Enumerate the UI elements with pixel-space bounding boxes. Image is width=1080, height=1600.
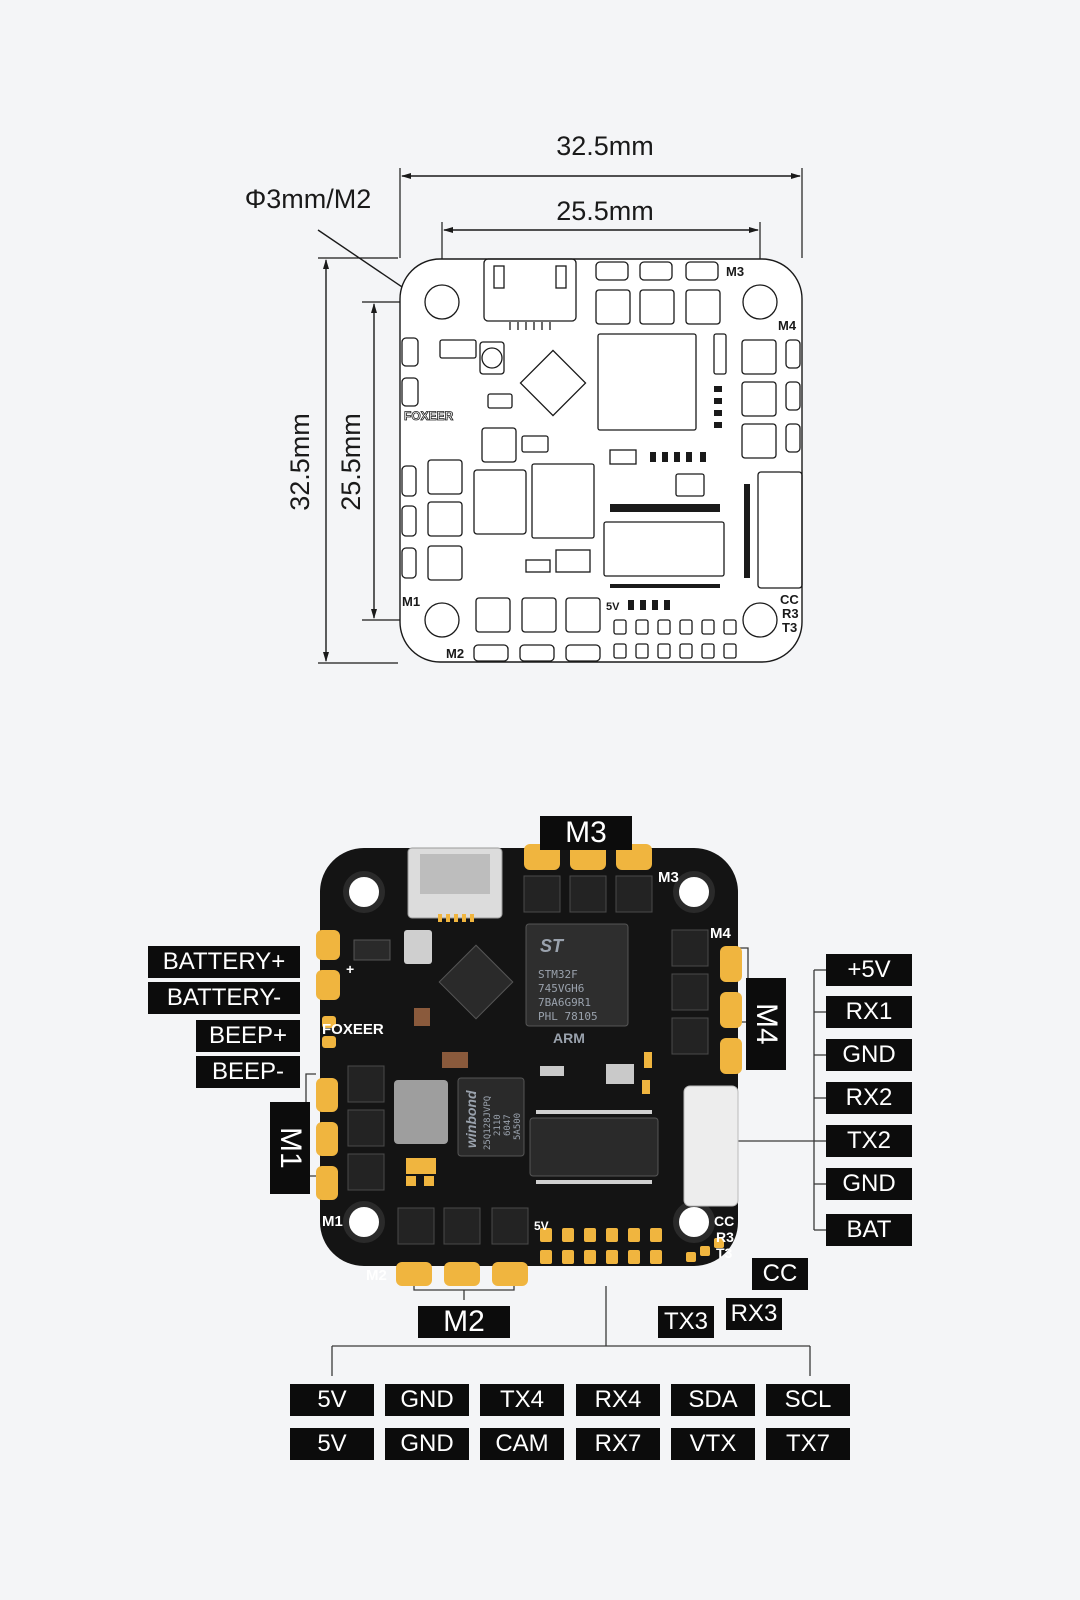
board-outline-drawing — [399, 258, 803, 663]
label-gnd-2: GND — [826, 1168, 912, 1200]
label-rx1: RX1 — [826, 996, 912, 1028]
outer-width-label: 32.5mm — [556, 131, 654, 161]
label-bottom-5v-2: 5V — [290, 1428, 374, 1460]
drawing-silk-r3: R3 — [782, 606, 799, 621]
board-silk-r3: R3 — [716, 1229, 734, 1245]
mcu-line-1: STM32F — [538, 968, 578, 981]
board-hole-tr — [673, 871, 715, 913]
pad-m2-1 — [396, 1262, 432, 1286]
hole-bl — [424, 602, 460, 638]
mcu-arm: ARM — [553, 1030, 585, 1046]
label-rx2: RX2 — [826, 1082, 912, 1114]
hole-tl — [424, 284, 460, 320]
label-bottom-vtx: VTX — [671, 1428, 755, 1460]
drawing-silk-m1: M1 — [402, 594, 420, 609]
pad-m3-2 — [570, 844, 606, 870]
label-battery-minus: BATTERY- — [148, 982, 300, 1014]
label-plus5v: +5V — [826, 954, 912, 986]
pad-battery-minus — [316, 970, 340, 1000]
label-m4: M4 — [746, 978, 786, 1070]
drawing-silk-t3: T3 — [782, 620, 797, 635]
pad-m1-3 — [316, 1166, 338, 1200]
pad-m3-1 — [524, 844, 560, 870]
mcu-line-2: 745VGH6 — [538, 982, 584, 995]
pad-m4-3 — [720, 1038, 742, 1074]
label-bottom-sda: SDA — [671, 1384, 755, 1416]
pad-m2-3 — [492, 1262, 528, 1286]
drawing-silk-brand: FOXEER — [404, 409, 454, 423]
label-bottom-rx7: RX7 — [576, 1428, 660, 1460]
label-bottom-tx4: TX4 — [480, 1384, 564, 1416]
pad-m4-1 — [720, 946, 742, 982]
drawing-silk-cc: CC — [780, 592, 799, 607]
drawing-silk-m2: M2 — [446, 646, 464, 661]
board-silk-m1: M1 — [322, 1213, 343, 1230]
label-m1: M1 — [270, 1102, 310, 1194]
board-brand: FOXEER — [322, 1021, 384, 1038]
hole-spec-label: Φ3mm/M2 — [245, 184, 372, 214]
osd-chip — [529, 1117, 659, 1177]
board-hole-br — [673, 1201, 715, 1243]
label-m2: M2 — [418, 1305, 510, 1338]
drawing-silk-m3: M3 — [726, 264, 744, 279]
mcu-line-4: PHL 78105 — [538, 1010, 598, 1023]
pad-m3-3 — [616, 844, 652, 870]
drawing-silk-m4: M4 — [778, 318, 797, 333]
board-silk-m3: M3 — [658, 869, 679, 886]
label-bottom-rx4: RX4 — [576, 1384, 660, 1416]
board-silk-cc: CC — [714, 1213, 734, 1229]
mcu-chip — [525, 923, 629, 1027]
inductor — [394, 1080, 448, 1144]
pad-m2-2 — [444, 1262, 480, 1286]
gyro-chip — [438, 944, 514, 1020]
board-hole-tl — [343, 871, 385, 913]
label-bat: BAT — [826, 1214, 912, 1246]
label-bottom-tx7: TX7 — [766, 1428, 850, 1460]
label-tx2: TX2 — [826, 1125, 912, 1157]
hole-br — [742, 602, 778, 638]
label-beep-minus: BEEP- — [196, 1056, 300, 1088]
pad-m1-1 — [316, 1078, 338, 1112]
board-hole-bl — [343, 1201, 385, 1243]
pad-beep-plus — [322, 1016, 336, 1028]
mcu-line-3: 7BA6G9R1 — [538, 996, 591, 1009]
board-render: ST STM32F 745VGH6 7BA6G9R1 PHL 78105 ARM… — [294, 834, 826, 1376]
flash-line-2: 2110 — [493, 1114, 503, 1136]
flash-chip — [457, 1077, 525, 1157]
board-silk-plus: + — [346, 961, 354, 977]
label-beep-plus: BEEP+ — [196, 1020, 300, 1052]
label-tx3: TX3 — [658, 1306, 714, 1338]
board-silk-5v: 5V — [534, 1219, 549, 1233]
label-rx3: RX3 — [726, 1298, 782, 1330]
label-bottom-cam: CAM — [480, 1428, 564, 1460]
label-cc: CC — [752, 1258, 808, 1290]
board-silk-t3: T3 — [716, 1245, 733, 1261]
hole-tr — [742, 284, 778, 320]
dimension-drawing: 32.5mm 25.5mm Φ3mm/M2 32.5mm 25.5mm — [245, 131, 803, 664]
label-gnd-1: GND — [826, 1039, 912, 1071]
flash-brand: winbond — [463, 1090, 479, 1148]
label-bottom-scl: SCL — [766, 1384, 850, 1416]
mcu-logo: ST — [540, 936, 565, 956]
outer-height-label: 32.5mm — [285, 413, 315, 511]
pad-beep-minus — [322, 1036, 336, 1048]
flash-line-3: 6047 — [503, 1114, 513, 1136]
pad-battery-plus — [316, 930, 340, 960]
pad-m1-2 — [316, 1122, 338, 1156]
board-silk-m2: M2 — [366, 1267, 387, 1284]
flash-line-4: 5A500 — [513, 1113, 523, 1140]
label-bottom-gnd-1: GND — [385, 1384, 469, 1416]
side-connector — [683, 1085, 739, 1207]
mount-height-label: 25.5mm — [336, 413, 366, 511]
label-m3: M3 — [540, 816, 632, 850]
label-bottom-gnd-2: GND — [385, 1428, 469, 1460]
label-battery-plus: BATTERY+ — [148, 946, 300, 978]
label-bottom-5v-1: 5V — [290, 1384, 374, 1416]
pad-m4-2 — [720, 992, 742, 1028]
drawing-silk-5v: 5V — [606, 601, 620, 613]
mount-width-label: 25.5mm — [556, 196, 654, 226]
board-silk-m4: M4 — [710, 925, 731, 942]
flash-line-1: 25Q128JVPQ — [483, 1096, 493, 1150]
